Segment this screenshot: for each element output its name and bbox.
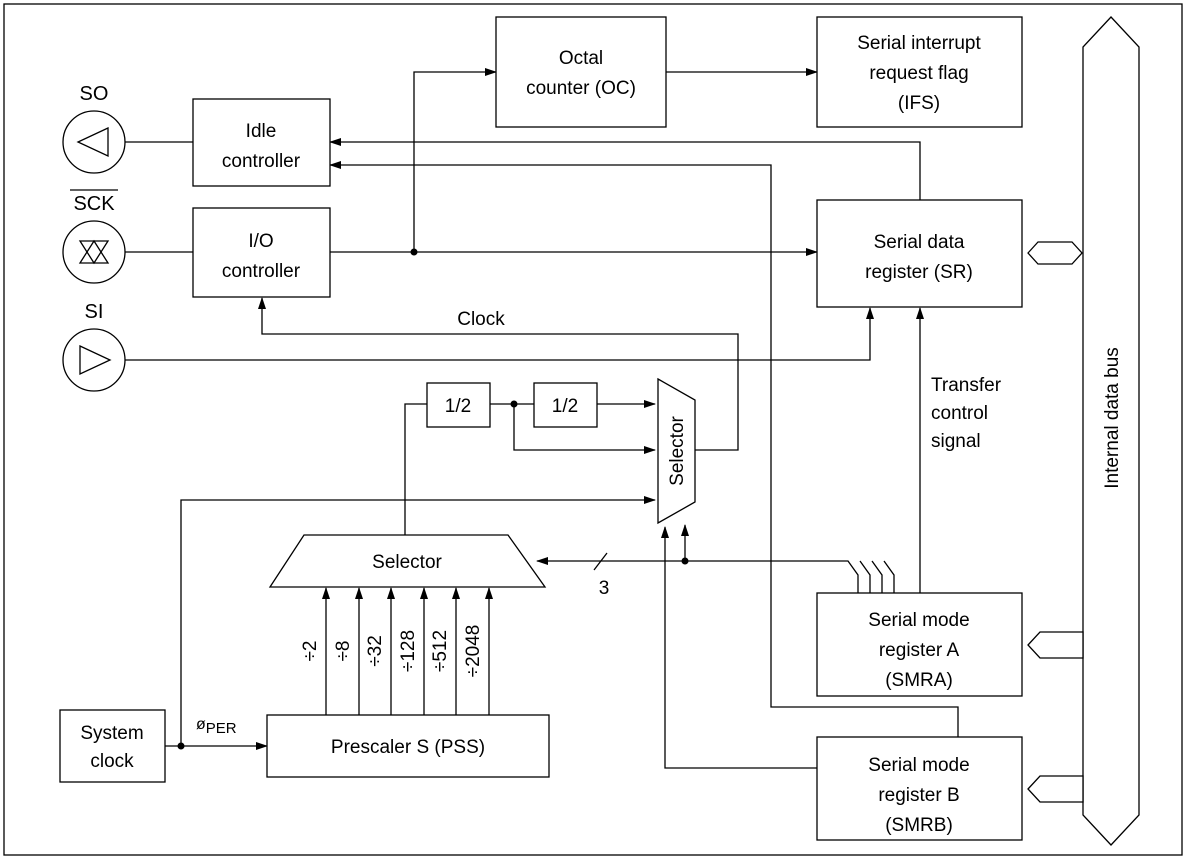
phi-per-label: øPER [196,716,237,737]
svg-text:I/O: I/O [248,231,273,252]
svg-text:counter (OC): counter (OC) [526,78,636,99]
si-pin: SI [62,301,126,392]
svg-text:controller: controller [222,151,301,172]
bus-width-label: 3 [599,578,610,599]
serial-mode-register-b-block: Serial mode register B (SMRB) [816,736,1023,841]
transfer-control-label-line3: signal [931,431,981,452]
svg-text:Octal: Octal [559,48,603,69]
svg-text:request flag: request flag [869,63,968,84]
svg-text:Serial data: Serial data [874,232,965,253]
si-pin-label: SI [85,301,104,323]
connections [125,68,959,769]
svg-text:System: System [80,723,143,744]
svg-text:register B: register B [878,785,959,806]
so-pin-label: SO [80,83,109,105]
transfer-control-label-line1: Transfer [931,375,1002,396]
svg-text:Selector: Selector [667,415,688,485]
svg-text:Serial mode: Serial mode [868,755,969,776]
svg-text:Idle: Idle [246,121,277,142]
svg-text:controller: controller [222,261,301,282]
serial-mode-register-a-block: Serial mode register A (SMRA) [816,592,1023,697]
input-triangle-icon [79,344,112,376]
tap-label-512: ÷512 [430,630,451,672]
svg-text:Selector: Selector [372,552,442,573]
internal-data-bus: Internal data bus [1082,16,1140,846]
divider-tap-labels: ÷2 ÷8 ÷32 ÷128 ÷512 ÷2048 [300,625,484,678]
output-triangle-icon [76,126,109,158]
clock-label: Clock [457,309,505,330]
svg-text:(IFS): (IFS) [898,93,940,114]
svg-text:Serial mode: Serial mode [868,610,969,631]
serial-data-register-block: Serial data register (SR) [816,199,1023,308]
svg-text:register A: register A [879,640,960,661]
divider-half-1: 1/2 [426,382,491,428]
tap-label-2: ÷2 [300,641,321,662]
prescaler-selector-block: Selector [268,534,547,588]
divider-half-2: 1/2 [533,382,598,428]
svg-text:Prescaler S (PSS): Prescaler S (PSS) [331,737,485,758]
diagram-frame [3,3,1183,856]
svg-text:(SMRB): (SMRB) [885,815,953,836]
tap-label-128: ÷128 [398,630,419,672]
bidirectional-icon [78,239,110,265]
svg-text:Internal data bus: Internal data bus [1102,347,1123,489]
idle-controller-block: Idle controller [192,98,331,187]
svg-text:Serial interrupt: Serial interrupt [857,33,981,54]
io-controller-block: I/O controller [192,207,331,298]
svg-text:register (SR): register (SR) [865,262,973,283]
bus-connectors [1027,241,1084,803]
prescaler-block: Prescaler S (PSS) [266,714,550,778]
transfer-control-label-line2: control [931,403,988,424]
sck-pin-label: SCK [73,193,115,215]
clock-selector-block: Selector [657,377,696,525]
sck-pin: SCK [62,189,126,284]
svg-text:1/2: 1/2 [552,396,578,417]
octal-counter-block: Octal counter (OC) [495,16,667,128]
serial-interrupt-flag-block: Serial interrupt request flag (IFS) [816,16,1023,128]
svg-text:(SMRA): (SMRA) [885,670,953,691]
system-clock-block: System clock [59,709,166,783]
svg-text:clock: clock [90,751,134,772]
svg-text:1/2: 1/2 [445,396,471,417]
junction-dots [177,248,689,750]
tap-label-8: ÷8 [333,641,354,662]
tap-label-32: ÷32 [365,635,386,667]
tap-label-2048: ÷2048 [463,625,484,678]
so-pin: SO [62,83,126,174]
